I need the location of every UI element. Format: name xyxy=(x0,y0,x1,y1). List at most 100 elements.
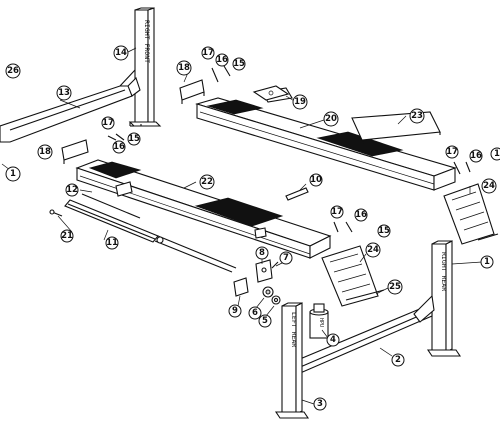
svg-text:18: 18 xyxy=(178,63,190,73)
callout-17-right: 17 xyxy=(445,145,459,159)
callout-15-top: 15 xyxy=(232,57,246,71)
callout-17-top: 17 xyxy=(201,46,215,60)
svg-text:9: 9 xyxy=(232,306,238,316)
svg-text:15: 15 xyxy=(378,226,390,236)
ramp-plate-right xyxy=(351,111,441,144)
item-12-bar xyxy=(81,193,141,219)
callout-16-left: 16 xyxy=(112,140,126,154)
callout-4: 4 xyxy=(326,333,340,347)
svg-text:26: 26 xyxy=(7,66,19,76)
svg-text:3: 3 xyxy=(317,399,323,409)
washer-6 xyxy=(262,286,274,298)
lock-block-lower xyxy=(61,139,89,164)
callout-25: 25 xyxy=(387,279,403,295)
svg-text:1: 1 xyxy=(484,257,490,267)
svg-text:7: 7 xyxy=(283,253,289,263)
lock-block-upper xyxy=(179,79,205,104)
svg-text:20: 20 xyxy=(325,114,337,124)
svg-text:23: 23 xyxy=(411,111,423,121)
right-rear-post-label: RIGHT REAR xyxy=(440,252,448,291)
svg-text:24: 24 xyxy=(483,181,495,191)
svg-text:11: 11 xyxy=(106,238,118,248)
svg-text:12: 12 xyxy=(66,185,78,195)
svg-text:1: 1 xyxy=(494,149,500,159)
callout-17-left: 17 xyxy=(101,116,115,130)
left-runway xyxy=(75,159,332,259)
callout-2: 2 xyxy=(391,353,405,367)
svg-text:17: 17 xyxy=(202,48,214,58)
svg-text:6: 6 xyxy=(252,308,258,318)
nut-5 xyxy=(271,295,281,305)
callout-23: 23 xyxy=(409,108,425,124)
right-rear-post: RIGHT REAR xyxy=(426,240,462,357)
callout-14: 14 xyxy=(113,45,129,61)
callout-15-left: 15 xyxy=(127,132,141,146)
callout-3: 3 xyxy=(313,397,327,411)
pin-21 xyxy=(49,209,63,217)
ramp-plate-24-upper xyxy=(443,183,499,245)
callout-1-right: 1 xyxy=(480,255,494,269)
cover-plate-19 xyxy=(252,85,290,101)
svg-text:16: 16 xyxy=(113,142,125,152)
power-unit: HPU xyxy=(309,303,329,339)
callout-5: 5 xyxy=(258,314,272,328)
svg-text:13: 13 xyxy=(58,88,70,98)
svg-text:17: 17 xyxy=(331,207,343,217)
callout-21: 21 xyxy=(60,229,74,243)
callout-18-left: 18 xyxy=(37,144,53,160)
svg-text:10: 10 xyxy=(310,175,322,185)
callout-24-lower: 24 xyxy=(365,242,381,258)
callout-19: 19 xyxy=(292,94,308,110)
callout-26: 26 xyxy=(5,63,21,79)
front-crossbeam xyxy=(0,69,141,143)
callout-6: 6 xyxy=(248,306,262,320)
callout-16-top: 16 xyxy=(215,53,229,67)
item-10-rod xyxy=(285,187,309,201)
callout-22: 22 xyxy=(199,174,215,190)
svg-text:4: 4 xyxy=(330,335,336,345)
right-runway xyxy=(195,87,457,191)
callout-9: 9 xyxy=(228,304,242,318)
svg-text:22: 22 xyxy=(201,177,213,187)
svg-text:21: 21 xyxy=(61,231,73,241)
callout-1-left: 1 xyxy=(5,166,21,182)
svg-text:17: 17 xyxy=(446,147,458,157)
fastener-set-right-edge xyxy=(453,161,471,175)
callout-11: 11 xyxy=(105,236,119,250)
power-unit-label: HPU xyxy=(318,318,324,327)
svg-text:15: 15 xyxy=(128,134,140,144)
fastener-set-left xyxy=(107,133,125,141)
fastener-set-upper-right xyxy=(211,65,231,83)
svg-text:8: 8 xyxy=(259,248,265,258)
hydraulic-cylinder xyxy=(64,199,237,273)
callout-20: 20 xyxy=(323,111,339,127)
left-rear-post: LEFT REAR xyxy=(274,302,310,419)
svg-text:2: 2 xyxy=(395,355,401,365)
callout-15-right: 1 xyxy=(490,147,500,161)
svg-text:25: 25 xyxy=(389,282,401,292)
callout-13: 13 xyxy=(56,85,72,101)
ramp-plate-24-lower xyxy=(321,245,385,307)
fastener-set-mid xyxy=(333,221,353,233)
svg-text:14: 14 xyxy=(115,48,127,58)
callout-16-mid: 16 xyxy=(354,208,368,222)
svg-text:24: 24 xyxy=(367,245,379,255)
svg-text:16: 16 xyxy=(216,55,228,65)
callout-18-top: 18 xyxy=(176,60,192,76)
callout-16-right: 16 xyxy=(469,149,483,163)
svg-text:1: 1 xyxy=(10,169,16,179)
callout-17-mid: 17 xyxy=(330,205,344,219)
svg-text:17: 17 xyxy=(102,118,114,128)
svg-text:19: 19 xyxy=(294,97,306,107)
svg-text:5: 5 xyxy=(262,316,268,326)
left-rear-post-label: LEFT REAR xyxy=(290,312,298,347)
right-front-post: RIGHT FRONT xyxy=(128,7,162,127)
part-7 xyxy=(271,261,279,269)
callout-10: 10 xyxy=(309,173,323,187)
callout-15-mid: 15 xyxy=(377,224,391,238)
callout-24-upper: 24 xyxy=(481,178,497,194)
bracket-8 xyxy=(255,259,273,283)
svg-text:18: 18 xyxy=(39,147,51,157)
callout-8: 8 xyxy=(255,246,269,260)
